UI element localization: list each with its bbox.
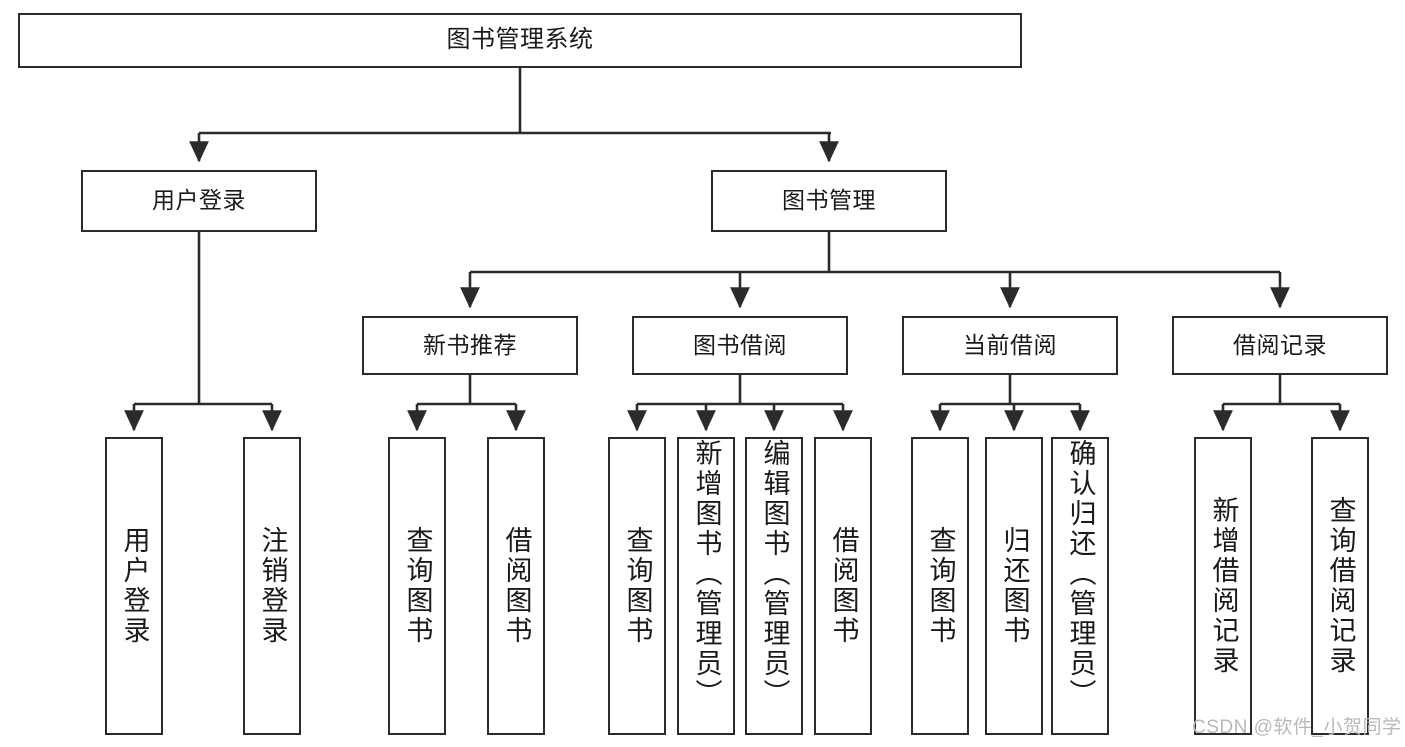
node-book-manage-label: 图书管理	[782, 187, 876, 214]
node-leaf-borrow-book-1-label: 借阅图书	[501, 526, 532, 646]
node-book-borrow[interactable]: 图书借阅	[632, 316, 848, 375]
node-current-borrow-label: 当前借阅	[963, 331, 1057, 358]
node-borrow-record-label: 借阅记录	[1233, 331, 1327, 358]
node-leaf-query-book-3[interactable]: 查询图书	[911, 437, 969, 735]
node-borrow-record[interactable]: 借阅记录	[1172, 316, 1388, 375]
node-leaf-borrow-book-2[interactable]: 借阅图书	[814, 437, 872, 735]
node-leaf-confirm-return-label: 确认归还（管理员）	[1065, 439, 1096, 709]
node-user-login-label: 用户登录	[152, 187, 246, 214]
node-leaf-query-borrow-record[interactable]: 查询借阅记录	[1311, 437, 1369, 735]
node-leaf-add-borrow-record-label: 新增借阅记录	[1208, 496, 1239, 676]
node-leaf-user-logout[interactable]: 注销登录	[243, 437, 301, 735]
node-leaf-borrow-book-2-label: 借阅图书	[828, 526, 859, 646]
node-leaf-edit-book-label: 编辑图书（管理员）	[759, 439, 790, 709]
node-leaf-return-book-label: 归还图书	[999, 526, 1030, 646]
node-leaf-user-login-label: 用户登录	[119, 526, 150, 646]
node-book-manage[interactable]: 图书管理	[711, 170, 947, 232]
node-leaf-add-borrow-record[interactable]: 新增借阅记录	[1194, 437, 1252, 735]
node-leaf-user-logout-label: 注销登录	[257, 526, 288, 646]
node-leaf-query-borrow-record-label: 查询借阅记录	[1325, 496, 1356, 676]
node-leaf-add-book-label: 新增图书（管理员）	[691, 439, 722, 709]
node-current-borrow[interactable]: 当前借阅	[902, 316, 1118, 375]
node-leaf-query-book-1-label: 查询图书	[402, 526, 433, 646]
node-root[interactable]: 图书管理系统	[18, 13, 1022, 68]
node-leaf-query-book-1[interactable]: 查询图书	[388, 437, 446, 735]
node-leaf-query-book-3-label: 查询图书	[925, 526, 956, 646]
node-leaf-query-book-2[interactable]: 查询图书	[608, 437, 666, 735]
node-user-login[interactable]: 用户登录	[81, 170, 317, 232]
node-leaf-query-book-2-label: 查询图书	[622, 526, 653, 646]
node-leaf-edit-book[interactable]: 编辑图书（管理员）	[745, 437, 803, 735]
node-leaf-return-book[interactable]: 归还图书	[985, 437, 1043, 735]
node-new-book-recommend[interactable]: 新书推荐	[362, 316, 578, 375]
node-new-book-recommend-label: 新书推荐	[423, 331, 517, 358]
node-leaf-user-login[interactable]: 用户登录	[105, 437, 163, 735]
node-book-borrow-label: 图书借阅	[693, 331, 787, 358]
csdn-watermark: CSDN @软件_小贺同学	[1192, 717, 1402, 738]
node-leaf-add-book[interactable]: 新增图书（管理员）	[677, 437, 735, 735]
node-leaf-borrow-book-1[interactable]: 借阅图书	[487, 437, 545, 735]
node-root-label: 图书管理系统	[446, 26, 594, 54]
node-leaf-confirm-return[interactable]: 确认归还（管理员）	[1051, 437, 1109, 735]
